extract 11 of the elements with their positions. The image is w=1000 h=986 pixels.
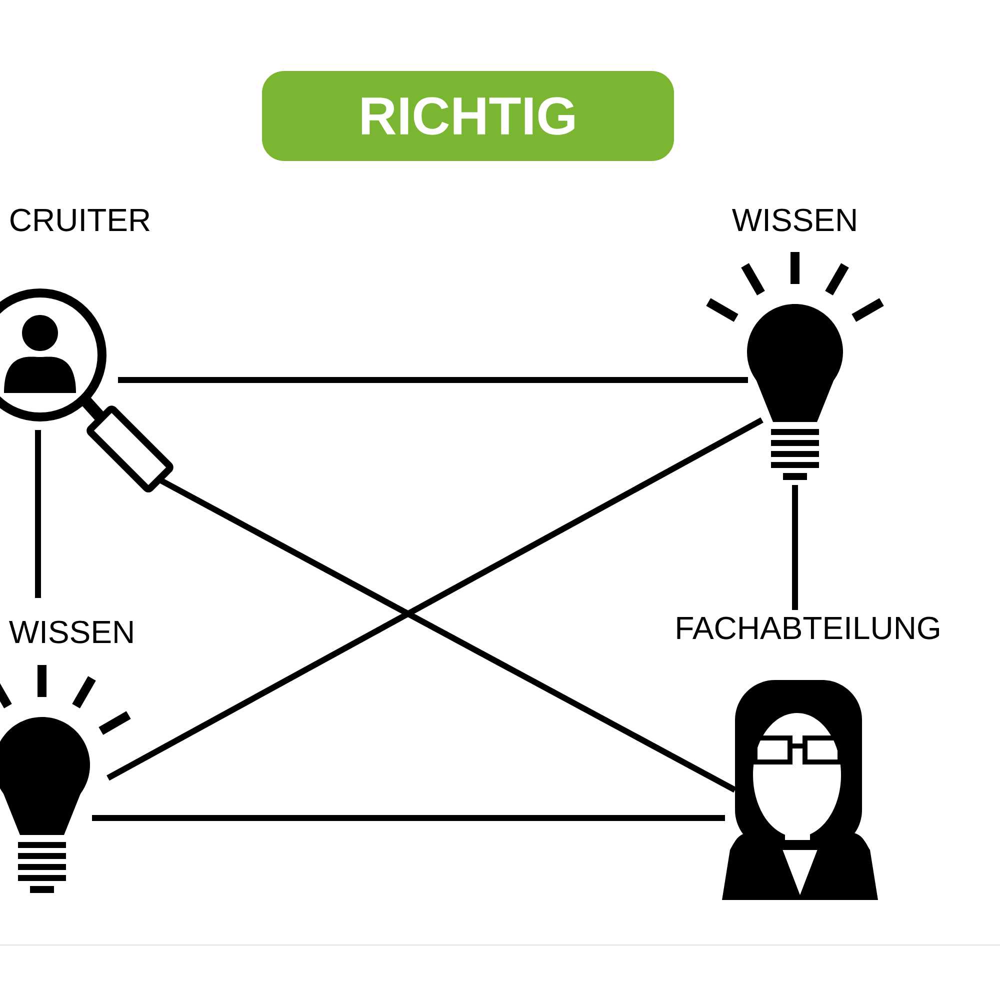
connector-line	[35, 430, 41, 598]
title-box: RICHTIG	[262, 71, 674, 161]
connector-line	[92, 815, 725, 821]
node-label: FACHABTEILUNG	[677, 616, 939, 640]
connector-line	[106, 417, 764, 781]
connector-line	[118, 377, 748, 383]
node-label: CRUITER	[10, 208, 150, 232]
connector-line	[158, 477, 736, 793]
node-label: WISSEN	[9, 620, 132, 644]
node-label: WISSEN	[732, 208, 856, 232]
connector-line	[792, 485, 798, 610]
